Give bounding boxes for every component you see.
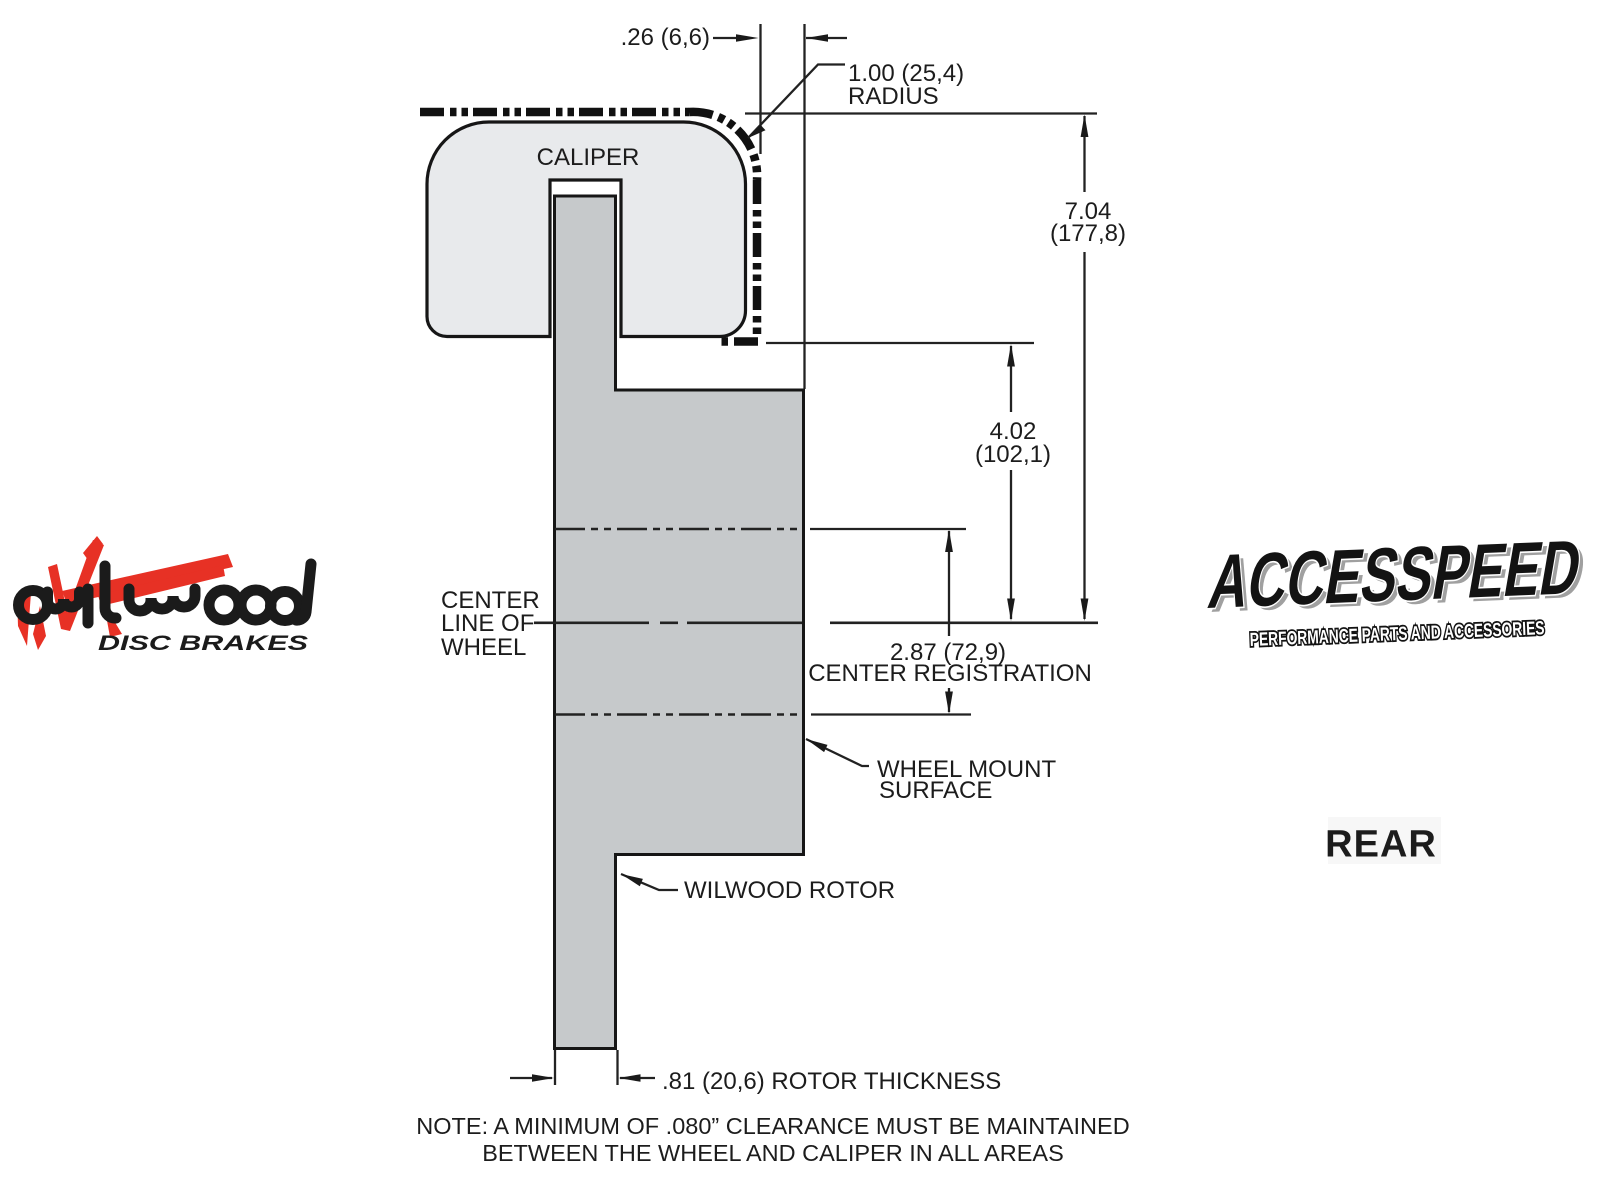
- svg-text:.26 (6,6): .26 (6,6): [621, 24, 710, 51]
- svg-text:WILWOOD ROTOR: WILWOOD ROTOR: [684, 877, 895, 904]
- svg-text:WHEEL MOUNT: WHEEL MOUNT: [877, 756, 1056, 783]
- svg-text:CALIPER: CALIPER: [537, 144, 640, 171]
- svg-text:REAR: REAR: [1325, 824, 1437, 866]
- svg-text:4.02: 4.02: [990, 418, 1037, 445]
- svg-text:NOTE: A MINIMUM OF .080” CLEAR: NOTE: A MINIMUM OF .080” CLEARANCE MUST …: [416, 1113, 1129, 1139]
- svg-text:ACCESSPEED: ACCESSPEED: [1203, 524, 1587, 625]
- svg-text:ACCESSPEED: ACCESSPEED: [1207, 528, 1591, 629]
- svg-text:LINE OF: LINE OF: [441, 610, 534, 637]
- svg-text:(177,8): (177,8): [1050, 220, 1126, 247]
- svg-text:BETWEEN THE WHEEL AND CALIPER: BETWEEN THE WHEEL AND CALIPER IN ALL ARE…: [482, 1140, 1064, 1166]
- svg-text:CENTER REGISTRATION: CENTER REGISTRATION: [808, 660, 1092, 687]
- svg-text:7.04: 7.04: [1065, 198, 1112, 225]
- svg-text:(102,1): (102,1): [975, 441, 1051, 468]
- svg-text:2.87 (72,9): 2.87 (72,9): [890, 639, 1006, 666]
- svg-text:.81 (20,6) ROTOR THICKNESS: .81 (20,6) ROTOR THICKNESS: [662, 1068, 1001, 1095]
- svg-text:SURFACE: SURFACE: [879, 777, 992, 804]
- svg-text:CENTER: CENTER: [441, 587, 540, 614]
- svg-text:WHEEL: WHEEL: [441, 634, 526, 661]
- svg-text:RADIUS: RADIUS: [848, 83, 939, 110]
- svg-text:1.00 (25,4): 1.00 (25,4): [848, 60, 964, 87]
- svg-text:DISC BRAKES: DISC BRAKES: [98, 632, 308, 655]
